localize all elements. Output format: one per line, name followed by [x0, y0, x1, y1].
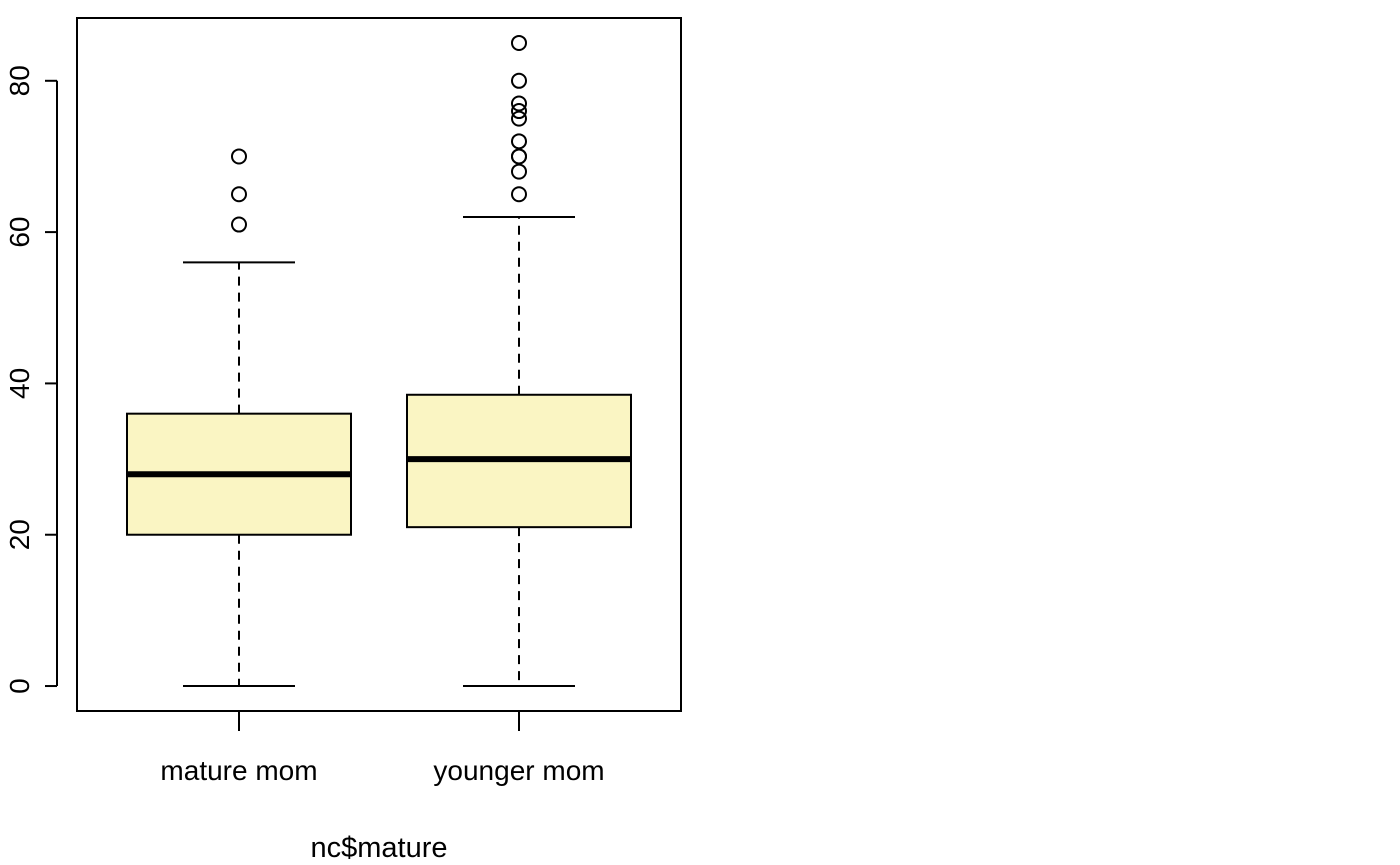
outlier-point [511, 133, 527, 150]
y-tick-label: 40 [4, 368, 35, 399]
outlier-point [231, 186, 247, 203]
outlier-point [231, 216, 247, 233]
outlier-point [511, 72, 527, 89]
y-tick-label: 60 [4, 217, 35, 248]
x-axis-label: nc$mature [310, 832, 447, 864]
outlier-point [511, 186, 527, 203]
outlier-point [511, 34, 527, 51]
outlier-point [511, 103, 527, 120]
plot-frame [76, 17, 682, 712]
y-tick-label: 20 [4, 519, 35, 550]
outlier-point [231, 148, 247, 165]
outlier-point [511, 148, 527, 165]
x-tick-label: mature mom [160, 755, 317, 786]
y-tick-label: 80 [4, 65, 35, 96]
outlier-point [511, 95, 527, 112]
outlier-point [511, 163, 527, 180]
x-tick-label: younger mom [433, 755, 604, 786]
outlier-point [511, 110, 527, 127]
chart-marks: 0 20 40 60 80 mature mom younger mom [4, 34, 632, 786]
y-tick-label: 0 [4, 678, 35, 694]
